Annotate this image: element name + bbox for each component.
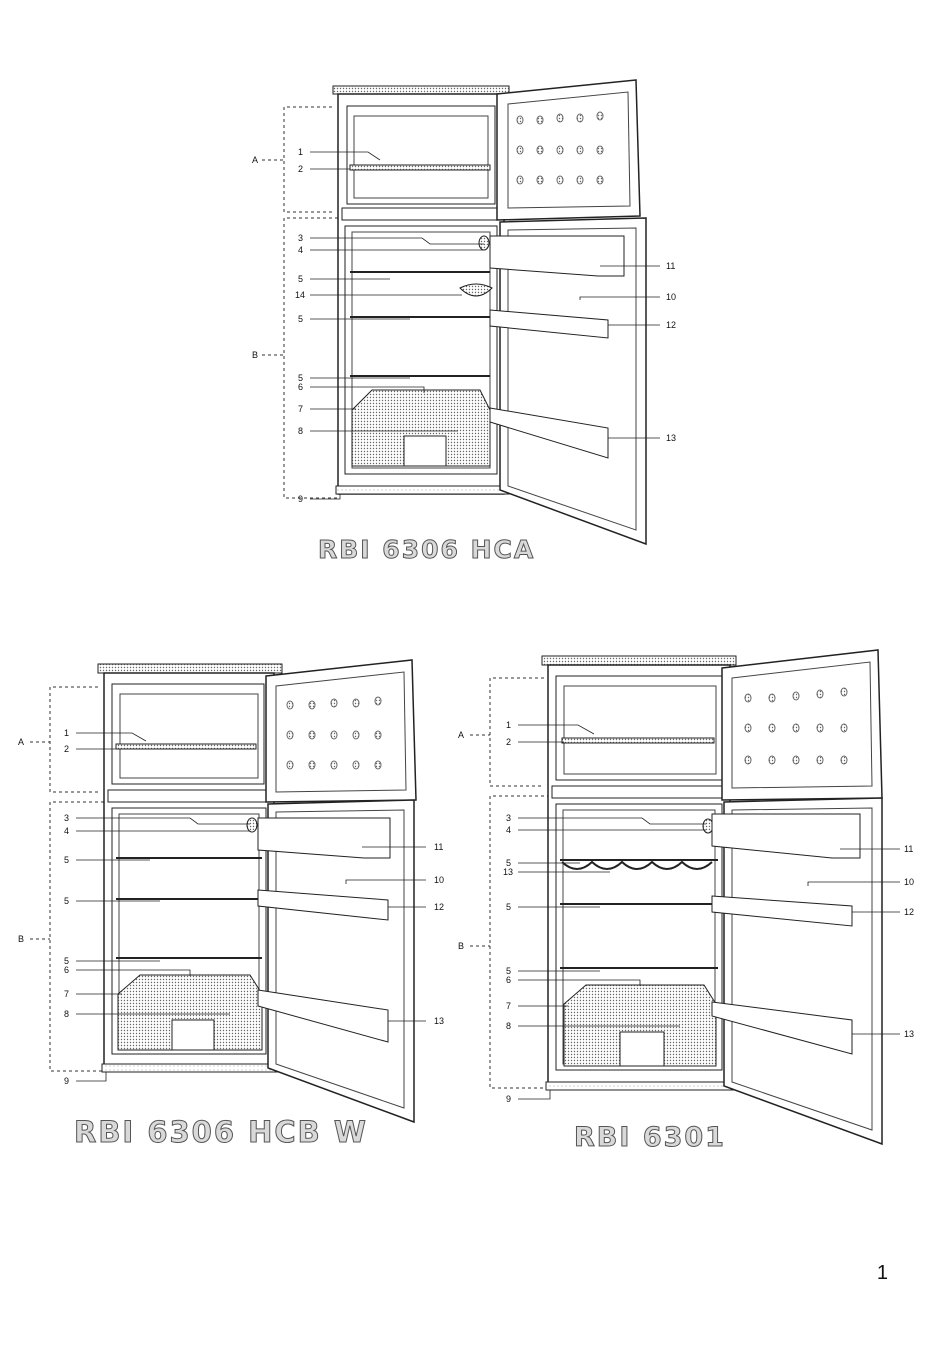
- callout: 3: [64, 813, 69, 823]
- callout: 10: [666, 292, 676, 302]
- zone-a-label: A: [18, 737, 24, 747]
- base-grille: [102, 1064, 278, 1072]
- callout: 11: [666, 261, 675, 271]
- callout: 14: [295, 290, 305, 300]
- callout: 13: [434, 1016, 444, 1026]
- callout: 1: [64, 728, 69, 738]
- callout: 2: [506, 737, 511, 747]
- callout: 5: [298, 274, 303, 284]
- callout: 10: [434, 875, 444, 885]
- zone-b-bracket: [490, 796, 550, 1088]
- callout: 5: [506, 902, 511, 912]
- callout: 8: [298, 426, 303, 436]
- zone-b-label: B: [458, 941, 464, 951]
- callout: 13: [904, 1029, 914, 1039]
- callout: 11: [904, 844, 913, 854]
- callout: 13: [666, 433, 676, 443]
- zone-b-label: B: [252, 350, 258, 360]
- zone-b-bracket: [50, 802, 104, 1071]
- callout: 5: [64, 855, 69, 865]
- callout: 3: [298, 233, 303, 243]
- callout: 6: [64, 965, 69, 975]
- model-name: RBI 6301: [574, 1122, 726, 1153]
- thermostat-knob: [479, 236, 489, 250]
- callout: 5: [64, 896, 69, 906]
- callout: 7: [64, 989, 69, 999]
- top-cover: [98, 664, 282, 673]
- zone-a-label: A: [458, 730, 464, 740]
- fridge-diagram-3: A B: [458, 650, 914, 1153]
- base-grille: [336, 486, 510, 494]
- callout: 10: [904, 877, 914, 887]
- fridge-diagram-2: A B: [18, 660, 444, 1149]
- callout: 4: [506, 825, 511, 835]
- callout: 5: [298, 314, 303, 324]
- zone-a-bracket: [490, 678, 544, 786]
- zone-a-label: A: [252, 155, 258, 165]
- callout: 7: [298, 404, 303, 414]
- zone-b-label: B: [18, 934, 24, 944]
- callout: 13: [503, 867, 513, 877]
- zone-a-bracket: [284, 107, 332, 212]
- callout: 4: [64, 826, 69, 836]
- callout: 6: [506, 975, 511, 985]
- callout: 4: [298, 245, 303, 255]
- callout: 8: [506, 1021, 511, 1031]
- callout: 9: [64, 1076, 69, 1086]
- fridge-diagram-1: A B: [252, 80, 676, 564]
- callout: 6: [298, 382, 303, 392]
- callout: 7: [506, 1001, 511, 1011]
- callout: 12: [904, 907, 914, 917]
- zone-a-bracket: [50, 687, 98, 792]
- page-number: 1: [877, 1262, 888, 1285]
- freezer-compartment: [112, 684, 264, 784]
- model-name: RBI 6306 HCA: [318, 535, 535, 564]
- thermostat-knob: [247, 818, 257, 832]
- zone-b-bracket: [284, 218, 338, 498]
- freezer-shelf: [116, 744, 256, 749]
- callout: 9: [506, 1094, 511, 1104]
- callout: 11: [434, 842, 443, 852]
- model-name: RBI 6306 HCB W: [74, 1115, 368, 1149]
- callout: 12: [666, 320, 676, 330]
- callout: 1: [506, 720, 511, 730]
- top-cover: [542, 656, 736, 665]
- callout: 1: [298, 147, 303, 157]
- base-grille: [546, 1082, 734, 1090]
- callout: 2: [298, 164, 303, 174]
- callout: 3: [506, 813, 511, 823]
- top-cover: [333, 86, 509, 94]
- freezer-compartment: [556, 676, 722, 780]
- callout: 8: [64, 1009, 69, 1019]
- freezer-shelf: [350, 165, 490, 170]
- callout: 9: [298, 494, 303, 504]
- freezer-shelf: [562, 738, 714, 743]
- callout: 2: [64, 744, 69, 754]
- freezer-compartment: [347, 106, 495, 204]
- callout: 12: [434, 902, 444, 912]
